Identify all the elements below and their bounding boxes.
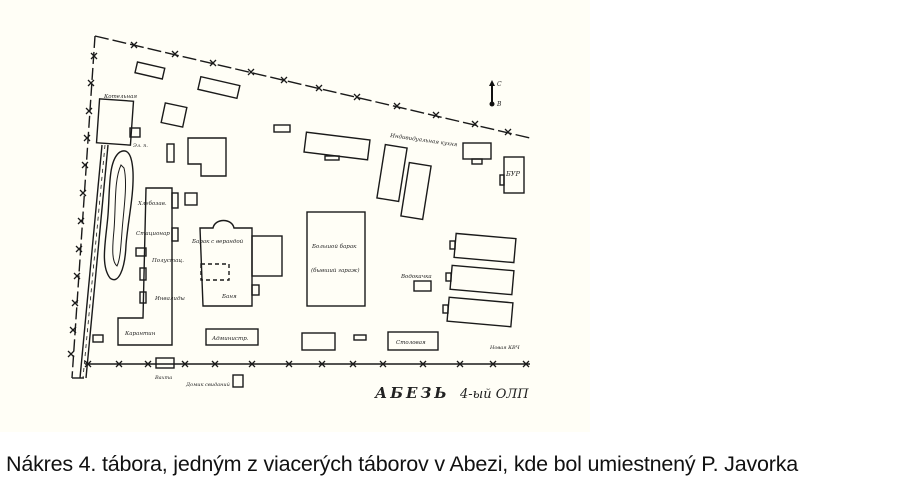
figure-caption: Nákres 4. tábora, jedným z viacerých táb… <box>6 452 799 476</box>
annex-2 <box>171 227 179 242</box>
label-byvshii-garazh: (бывший гараж) <box>311 267 359 274</box>
compass-north-label: С <box>497 81 502 88</box>
camp-map-image: С В Котельная Эл. п. Индивидуальная кухн… <box>67 35 531 402</box>
building-bolshoi-barak <box>306 211 366 307</box>
pond-inner <box>112 164 127 267</box>
building-top-2 <box>197 75 241 100</box>
building-administr <box>205 328 259 346</box>
building-small-1 <box>273 124 291 133</box>
building-vodokachka <box>413 280 432 292</box>
building-dom-svidanii <box>232 374 244 388</box>
building-banya-dashed <box>200 263 230 281</box>
fence-left <box>71 35 96 379</box>
label-polustats: Полустац. <box>151 258 184 264</box>
label-vakhta: Вахта <box>154 375 172 381</box>
label-barak-veranda: Барак с верандой <box>191 239 244 245</box>
building-slant-1 <box>376 143 408 203</box>
annex-6 <box>251 284 260 296</box>
barracks-2 <box>449 264 515 296</box>
building-narrow <box>166 143 175 163</box>
fence-top <box>94 35 531 139</box>
building-l-shape <box>187 137 227 177</box>
building-mid-long-porch <box>324 155 340 161</box>
building-bottom-small <box>353 334 367 341</box>
label-karantin: Карантин <box>124 331 156 337</box>
building-bur-porch <box>499 174 505 186</box>
building-kotelnaya <box>95 98 135 146</box>
map-title-sub: 4-ый ОЛП <box>459 387 529 402</box>
label-novaya-kvch: Новая КВЧ <box>489 345 520 351</box>
compass-east-label: В <box>496 101 502 108</box>
camp-plan-diagram: С В Котельная Эл. п. Индивидуальная кухн… <box>67 35 531 402</box>
map-labels: Котельная Эл. п. Индивидуальная кухня БУ… <box>103 94 520 388</box>
compass-icon: С В <box>489 80 502 108</box>
building-stolovaya <box>387 331 439 351</box>
building-slant-2 <box>400 161 432 221</box>
label-banya: Баня <box>221 294 237 300</box>
label-administr: Администр. <box>211 336 249 342</box>
building-left-column <box>117 187 173 346</box>
label-dom-svidanii: Домик свиданий <box>185 382 230 388</box>
barracks-3-porch <box>442 304 449 314</box>
annex-1 <box>171 192 179 209</box>
label-invalidy: Инвалиды <box>154 296 185 302</box>
label-bolshoi-barak: Большой барак <box>311 243 357 250</box>
building-small-sq <box>160 102 188 128</box>
annex-4 <box>139 267 147 281</box>
railway-track <box>79 144 109 379</box>
barracks-3 <box>446 296 514 328</box>
building-small-2 <box>184 192 198 206</box>
fence-marks <box>67 41 530 368</box>
barracks-1-porch <box>449 240 456 250</box>
building-small-3 <box>92 334 104 343</box>
label-stationar: Стационар <box>136 231 170 237</box>
label-kotelnaya: Котельная <box>103 94 137 100</box>
label-bur: БУР <box>505 170 520 178</box>
label-vodokachka: Водокачка <box>400 274 432 280</box>
building-el-p <box>129 127 141 138</box>
barracks-2-porch <box>445 272 452 282</box>
fence-bottom <box>72 363 530 379</box>
pond <box>103 150 134 281</box>
building-barak-annex <box>251 235 283 277</box>
label-el-p: Эл. п. <box>133 143 148 149</box>
label-stolovaya: Столовая <box>396 340 426 346</box>
barracks-1 <box>453 232 517 264</box>
building-top-1 <box>134 61 166 80</box>
building-kitchen-porch <box>471 158 483 165</box>
annex-5 <box>139 291 147 304</box>
building-bottom-1 <box>301 332 336 351</box>
label-khlebozav: Хлебозав. <box>137 200 167 207</box>
annex-3 <box>135 247 147 257</box>
building-kitchen <box>462 142 492 160</box>
building-vakhta <box>155 357 175 369</box>
map-title-main: АБЕЗЬ <box>374 384 450 402</box>
